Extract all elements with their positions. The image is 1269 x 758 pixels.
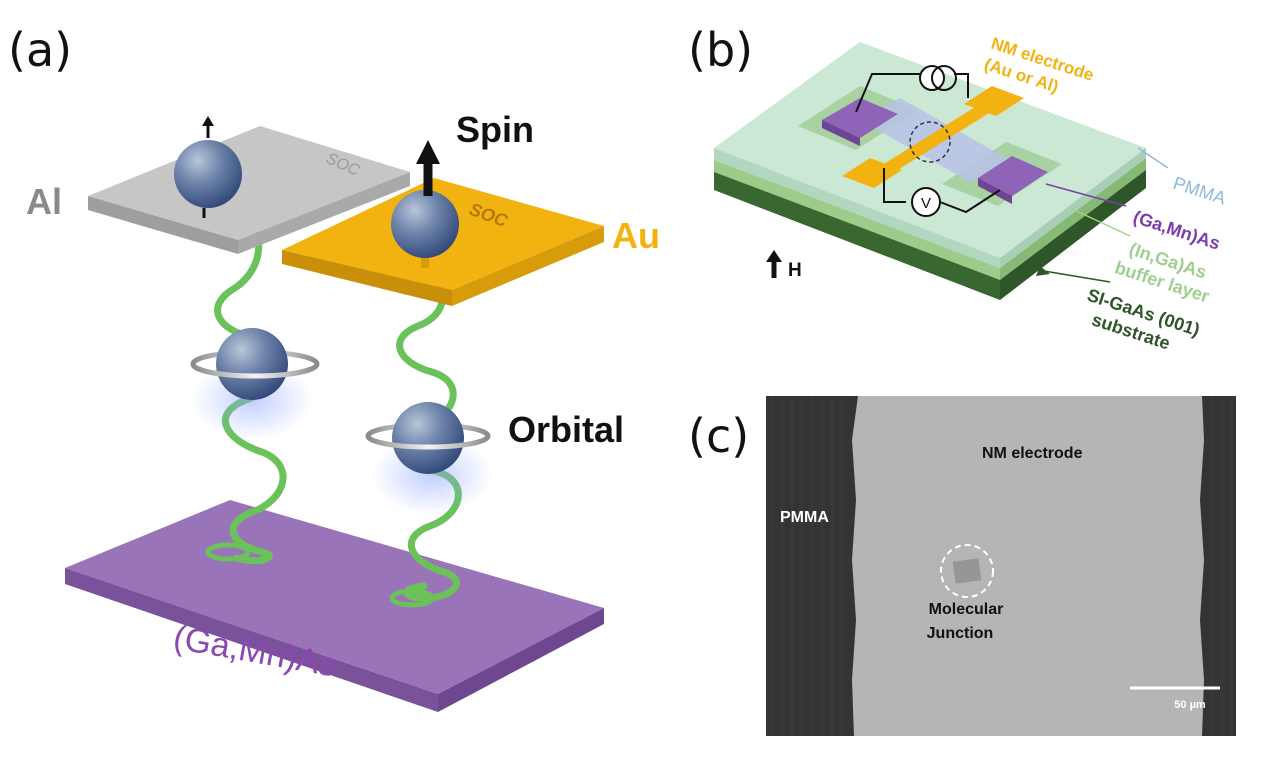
- voltmeter: V: [911, 187, 941, 217]
- panel-c: (c) PMMA NM electrode Molecular Junction…: [688, 396, 1236, 736]
- field-arrow-icon: [766, 250, 782, 278]
- circuit-wires: [855, 73, 1001, 214]
- gamnas-pad-right: [978, 156, 1048, 204]
- field-label: H: [788, 260, 802, 281]
- panel-c-label: (c): [688, 409, 749, 463]
- junction-marker: [909, 121, 951, 163]
- nm-electrode-label-c: NM electrode: [982, 445, 1083, 462]
- al-label: Al: [26, 181, 62, 222]
- panel-b: (b): [688, 23, 1229, 353]
- gamnas-slab: [65, 500, 604, 712]
- voltmeter-label: V: [921, 195, 931, 212]
- orbital-ball-right: [365, 402, 492, 515]
- panel-b-label: (b): [688, 23, 753, 77]
- pmma-label-b: PMMA: [1171, 173, 1229, 209]
- panel-a: (a) SOC Al SOC Au: [8, 23, 660, 712]
- junction-label-2: Junction: [927, 625, 994, 642]
- al-plate: [88, 126, 410, 254]
- orbital-ball-left: [190, 328, 320, 440]
- current-source: [919, 65, 957, 91]
- helix-right-base-ring: [389, 588, 435, 608]
- orbital-label: Orbital: [508, 409, 624, 450]
- nm-electrode-device: [842, 86, 1024, 188]
- pmma-label-c: PMMA: [780, 509, 829, 526]
- junction-label-1: Molecular: [929, 601, 1004, 618]
- helix-left-base-ring: [205, 542, 251, 562]
- leader-lines: [1036, 147, 1169, 283]
- au-label: Au: [612, 215, 660, 256]
- spin-ball-al: [174, 116, 242, 218]
- panel-a-label: (a): [8, 23, 72, 77]
- scale-bar-label: 50 µm: [1174, 699, 1206, 711]
- sem-image: [766, 396, 1236, 736]
- gamnas-pad-left: [822, 98, 898, 146]
- junction-circle: [940, 544, 994, 598]
- spin-ball-au: [391, 140, 459, 268]
- spin-label: Spin: [456, 109, 534, 150]
